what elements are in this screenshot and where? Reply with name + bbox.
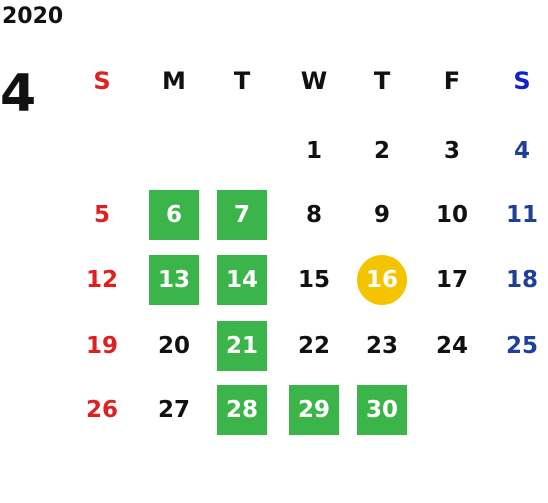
date-cell[interactable]: 10 [435,202,468,228]
date-cell[interactable]: 3 [443,138,460,164]
weekday-label: F [443,67,461,95]
date-cell[interactable]: 26 [85,397,118,423]
highlighted-date-cell[interactable]: 6 [149,190,199,240]
date-cell[interactable]: 19 [85,333,118,359]
month-number: 4 [0,64,37,124]
highlighted-date-cell[interactable]: 29 [289,385,339,435]
year-label: 2020 [2,4,64,29]
date-cell[interactable]: 12 [85,267,118,293]
weekday-label: S [513,67,531,95]
date-cell[interactable]: 15 [297,267,330,293]
highlighted-date-cell[interactable]: 30 [357,385,407,435]
date-cell[interactable]: 18 [505,267,538,293]
highlighted-date-cell[interactable]: 28 [217,385,267,435]
weekday-label: T [373,67,391,95]
date-cell[interactable]: 2 [373,138,390,164]
weekday-label: T [233,67,251,95]
date-cell[interactable]: 5 [93,202,110,228]
weekday-label: W [300,67,328,95]
weekday-label: M [162,67,186,95]
date-cell[interactable]: 8 [305,202,322,228]
date-cell[interactable]: 11 [505,202,538,228]
date-cell[interactable]: 20 [157,333,190,359]
date-cell[interactable]: 23 [365,333,398,359]
date-cell[interactable]: 4 [513,138,530,164]
date-cell[interactable]: 17 [435,267,468,293]
date-cell[interactable]: 24 [435,333,468,359]
weekday-label: S [93,67,111,95]
date-cell[interactable]: 27 [157,397,190,423]
highlighted-date-cell[interactable]: 21 [217,321,267,371]
highlighted-date-cell[interactable]: 7 [217,190,267,240]
today-date-cell[interactable]: 16 [357,255,407,305]
date-cell[interactable]: 22 [297,333,330,359]
date-cell[interactable]: 25 [505,333,538,359]
highlighted-date-cell[interactable]: 14 [217,255,267,305]
date-cell[interactable]: 9 [373,202,390,228]
date-cell[interactable]: 1 [305,138,322,164]
highlighted-date-cell[interactable]: 13 [149,255,199,305]
